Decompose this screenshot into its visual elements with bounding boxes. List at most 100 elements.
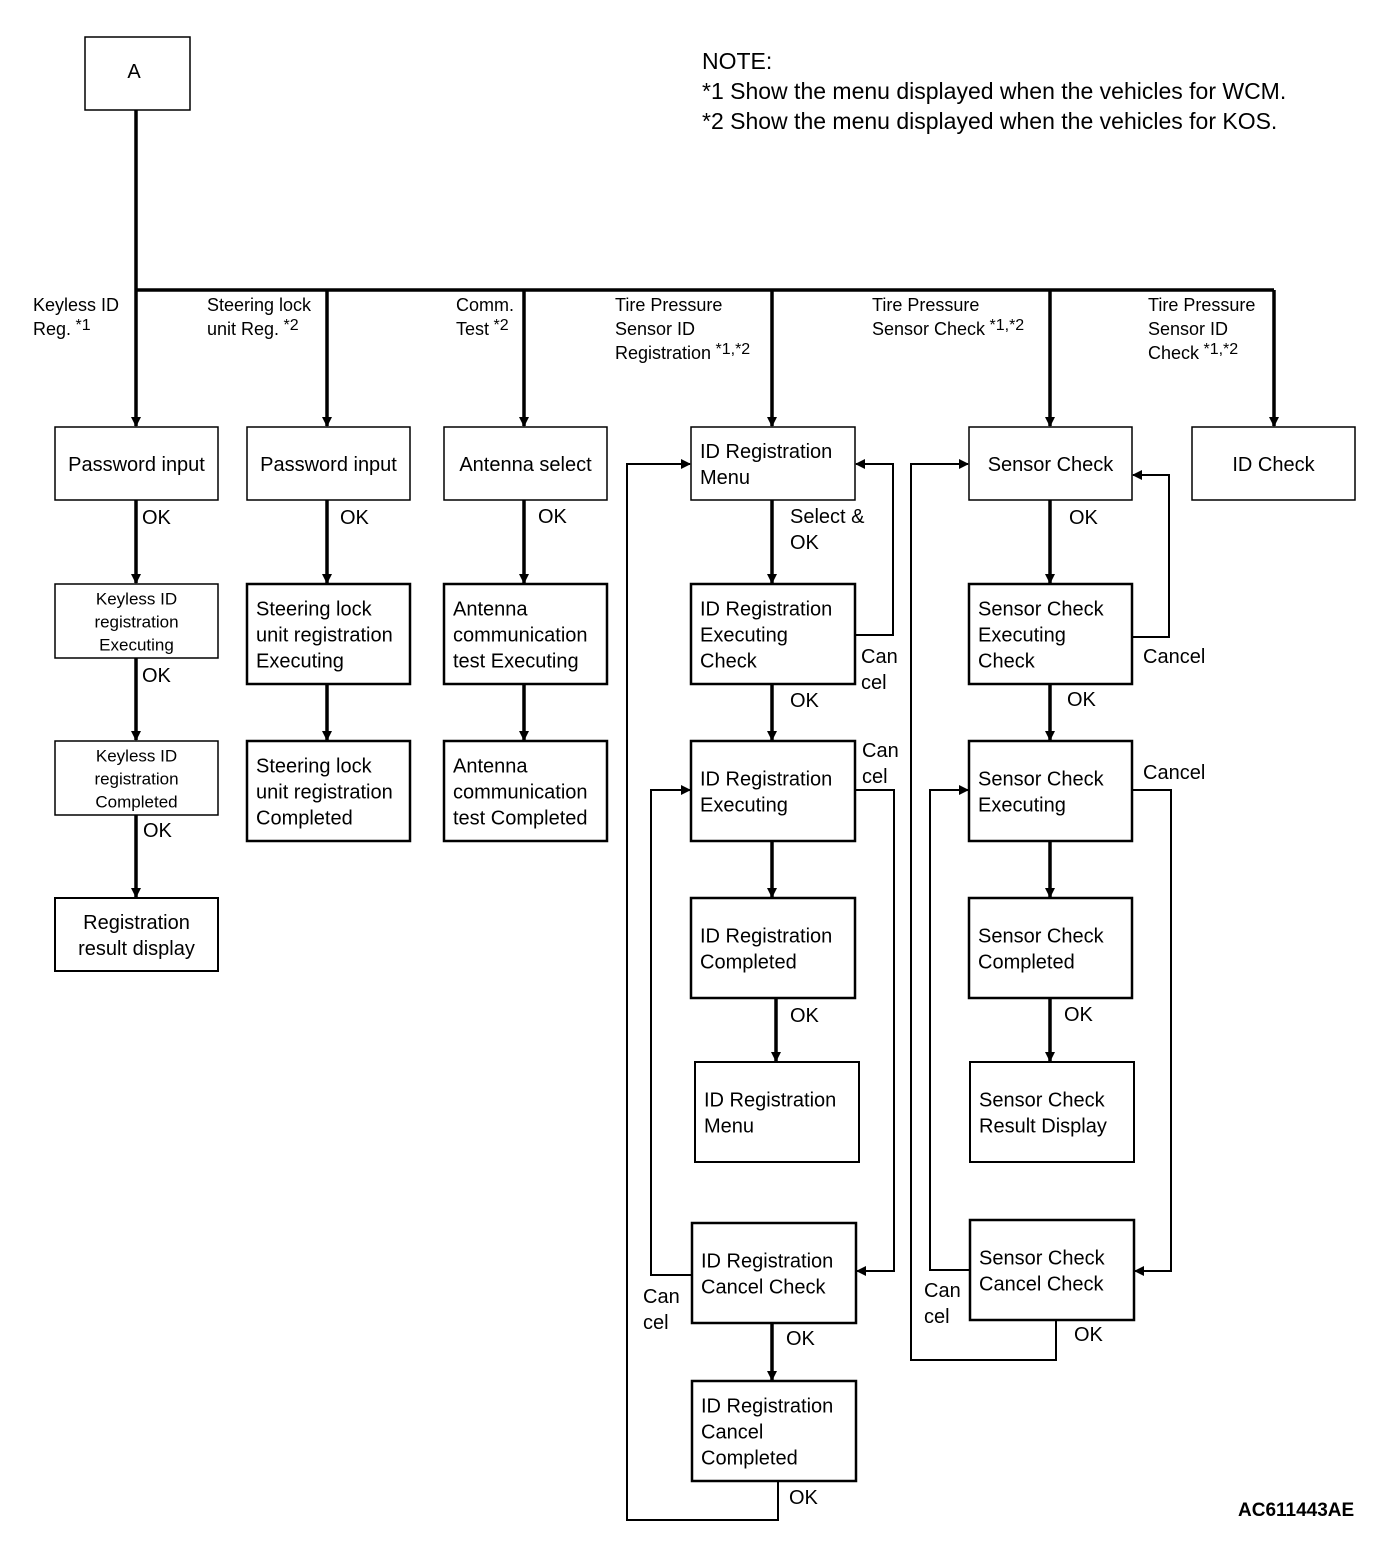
start-box-a: A: [84, 36, 191, 111]
box-text: Registration: [83, 912, 190, 934]
note-line-1: *1 Show the menu displayed when the vehi…: [702, 78, 1287, 104]
branch-label-text: unit Reg. *2: [207, 317, 299, 339]
box-text: ID Registration: [701, 1250, 833, 1272]
box-border: [54, 897, 219, 972]
ok-label: OK: [786, 1328, 816, 1350]
box-border: [246, 426, 411, 501]
cancel-label: Can: [862, 740, 899, 762]
cancel-label: cel: [924, 1306, 950, 1328]
box-text: Executing: [978, 624, 1066, 646]
box-text: Menu: [704, 1115, 754, 1137]
box-border: [54, 740, 219, 816]
box-text: Check: [978, 650, 1036, 672]
box-text: Antenna: [453, 755, 528, 777]
ok-label: OK: [1064, 1004, 1094, 1026]
box-text: ID Registration: [704, 1089, 836, 1111]
box-text: Executing: [99, 635, 174, 654]
box-border: [690, 1379, 858, 1483]
box-text: Sensor Check: [979, 1247, 1106, 1269]
box-text: ID Registration: [700, 598, 832, 620]
cancel-label: cel: [861, 672, 887, 694]
ok-label: OK: [142, 507, 172, 529]
box-border: [443, 426, 608, 501]
box-b5-1: Sensor Check: [968, 426, 1133, 501]
ok-label: OK: [538, 506, 568, 528]
ok-label: OK: [1069, 507, 1099, 529]
box-border: [690, 1221, 858, 1325]
branch-label-text: Sensor ID: [615, 319, 695, 339]
box-border: [442, 582, 609, 686]
box-border: [967, 739, 1134, 843]
box-text: Cancel Check: [701, 1276, 827, 1298]
box-border: [54, 426, 219, 501]
branch-label-text: Reg. *1: [33, 317, 91, 339]
box-text: Menu: [700, 467, 750, 489]
box-text: registration: [94, 769, 178, 788]
box-text: test Executing: [453, 650, 579, 672]
box-text: ID Registration: [700, 925, 832, 947]
connector-line: [1132, 789, 1172, 1276]
box-border: [969, 1061, 1135, 1163]
select-ok-label: OK: [790, 532, 820, 554]
box-text: communication: [453, 781, 588, 803]
note-line-2: *2 Show the menu displayed when the vehi…: [702, 108, 1278, 134]
footnote-marker: *2: [279, 317, 299, 334]
box-border: [968, 1218, 1136, 1322]
box-text: Completed: [978, 951, 1075, 973]
branch-label-text: Test *2: [456, 317, 509, 339]
ok-label: OK: [790, 1005, 820, 1027]
box-text: Sensor Check: [978, 768, 1105, 790]
cancel-label: cel: [643, 1312, 669, 1334]
box-border: [967, 582, 1134, 686]
box-text: Executing: [700, 794, 788, 816]
connector-line: [855, 789, 895, 1276]
box-text: unit registration: [256, 781, 393, 803]
box-b1-1: Password input: [54, 426, 219, 501]
box-text: Completed: [700, 951, 797, 973]
box-border: [689, 582, 857, 686]
box-border: [84, 36, 191, 111]
box-text: Sensor Check: [978, 598, 1105, 620]
branch-label-text: Comm.: [456, 295, 514, 315]
ok-label: OK: [340, 507, 370, 529]
cancel-label: Cancel: [1143, 646, 1205, 668]
box-border: [694, 1061, 860, 1163]
note-title: NOTE:: [702, 48, 773, 74]
connector-line: [929, 785, 970, 1271]
box-text: Sensor Check: [988, 454, 1115, 476]
box-border: [442, 739, 609, 843]
ok-label: OK: [1074, 1324, 1104, 1346]
box-border: [689, 739, 857, 843]
box-b6-1: ID Check: [1191, 426, 1356, 501]
box-text: Completed: [701, 1447, 798, 1469]
box-text: ID Registration: [701, 1395, 833, 1417]
box-text: Cancel: [701, 1421, 763, 1443]
branch-label-text: Sensor Check *1,*2: [872, 317, 1024, 339]
connector-line: [855, 459, 894, 636]
box-text: Antenna select: [459, 454, 592, 476]
footnote-marker: *1: [71, 317, 91, 334]
branch-label-text: Steering lock: [207, 295, 312, 315]
cancel-label: cel: [862, 766, 888, 788]
box-text: Completed: [95, 792, 177, 811]
ok-label: OK: [142, 665, 172, 687]
box-text: Steering lock: [256, 598, 373, 620]
box-border: [967, 896, 1134, 1000]
